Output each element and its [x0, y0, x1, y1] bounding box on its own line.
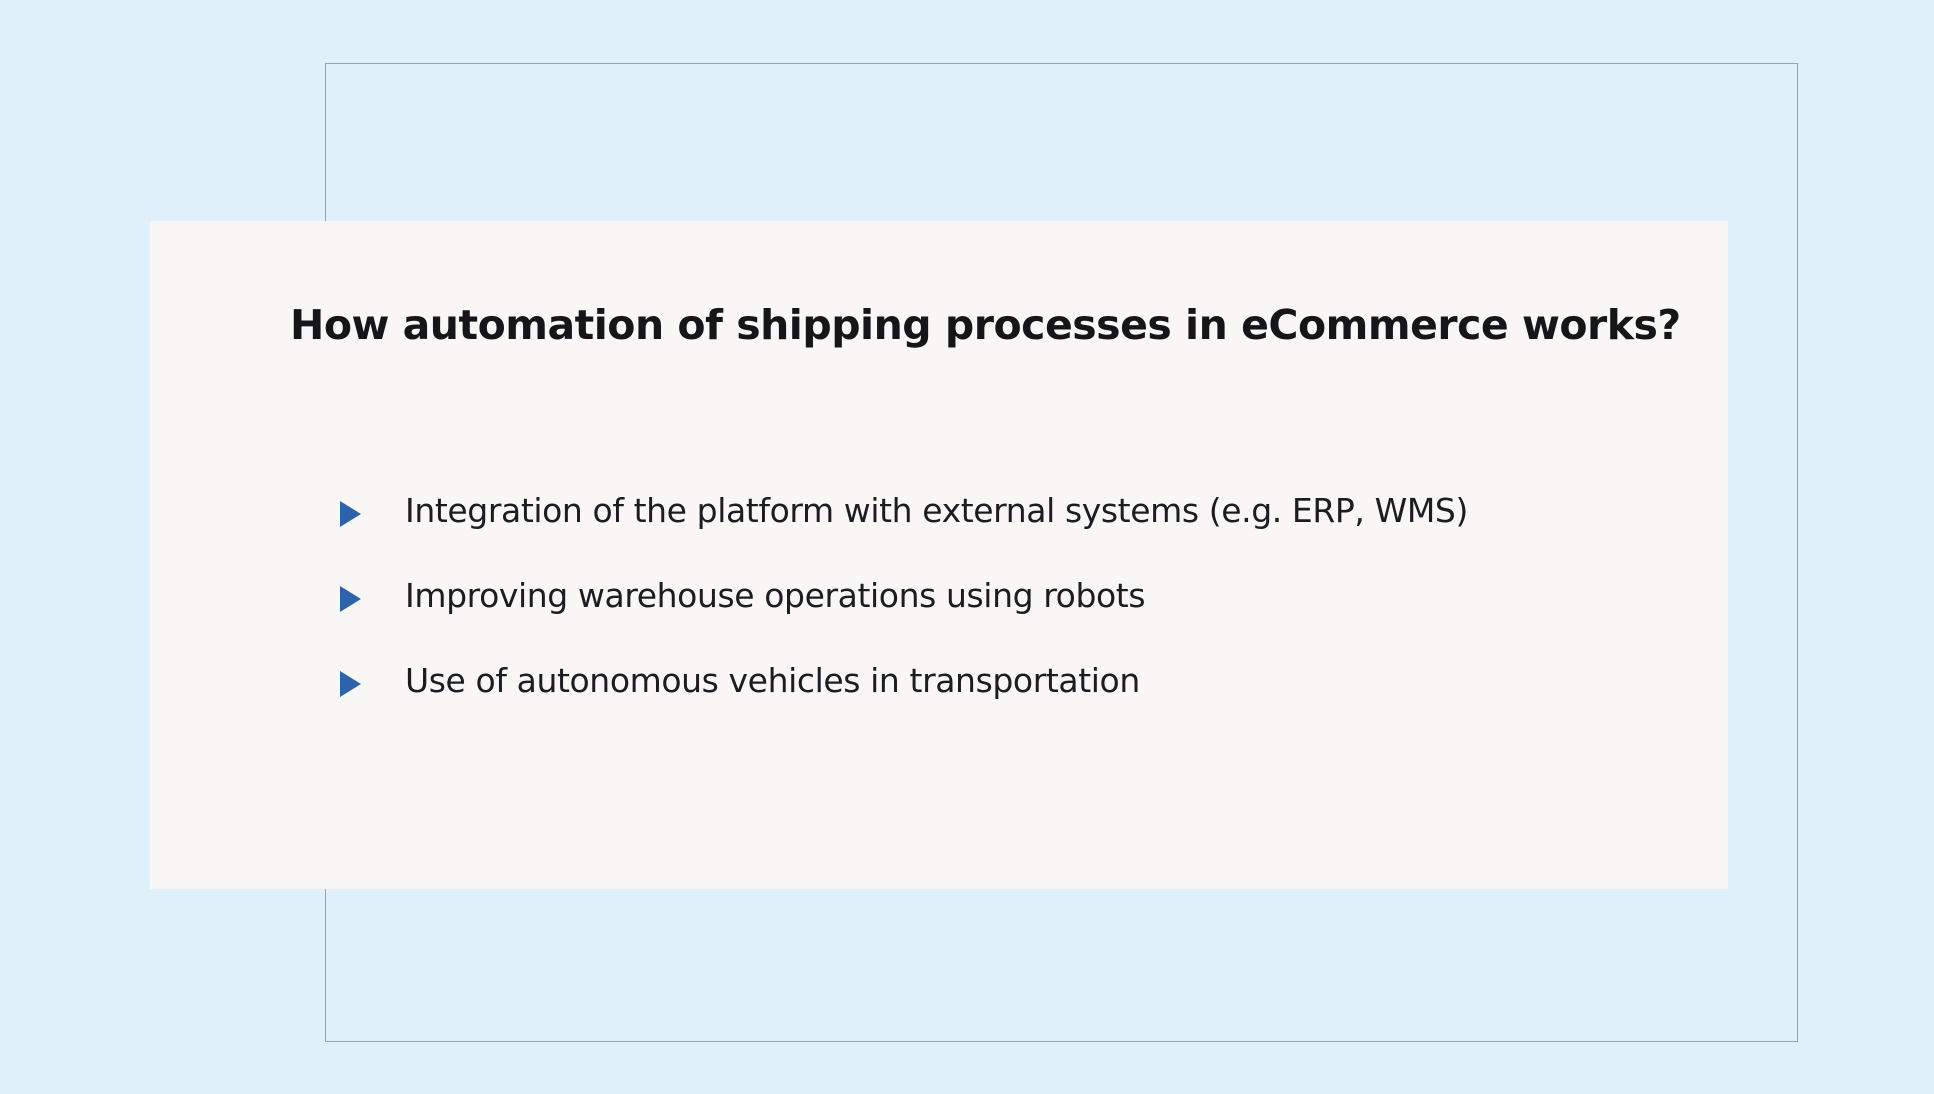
slide-title: How automation of shipping processes in …: [290, 301, 1681, 349]
play-arrow-icon: [340, 585, 361, 612]
bullet-text: Use of autonomous vehicles in transporta…: [405, 661, 1140, 700]
list-item: Improving warehouse operations using rob…: [338, 553, 1468, 638]
play-arrow-icon: [340, 500, 361, 527]
bullet-text: Improving warehouse operations using rob…: [405, 576, 1146, 615]
bullet-text: Integration of the platform with externa…: [405, 491, 1468, 530]
bullet-list: Integration of the platform with externa…: [338, 468, 1468, 723]
list-item: Use of autonomous vehicles in transporta…: [338, 638, 1468, 723]
list-item: Integration of the platform with externa…: [338, 468, 1468, 553]
play-arrow-icon: [340, 670, 361, 697]
content-card: How automation of shipping processes in …: [150, 221, 1728, 889]
